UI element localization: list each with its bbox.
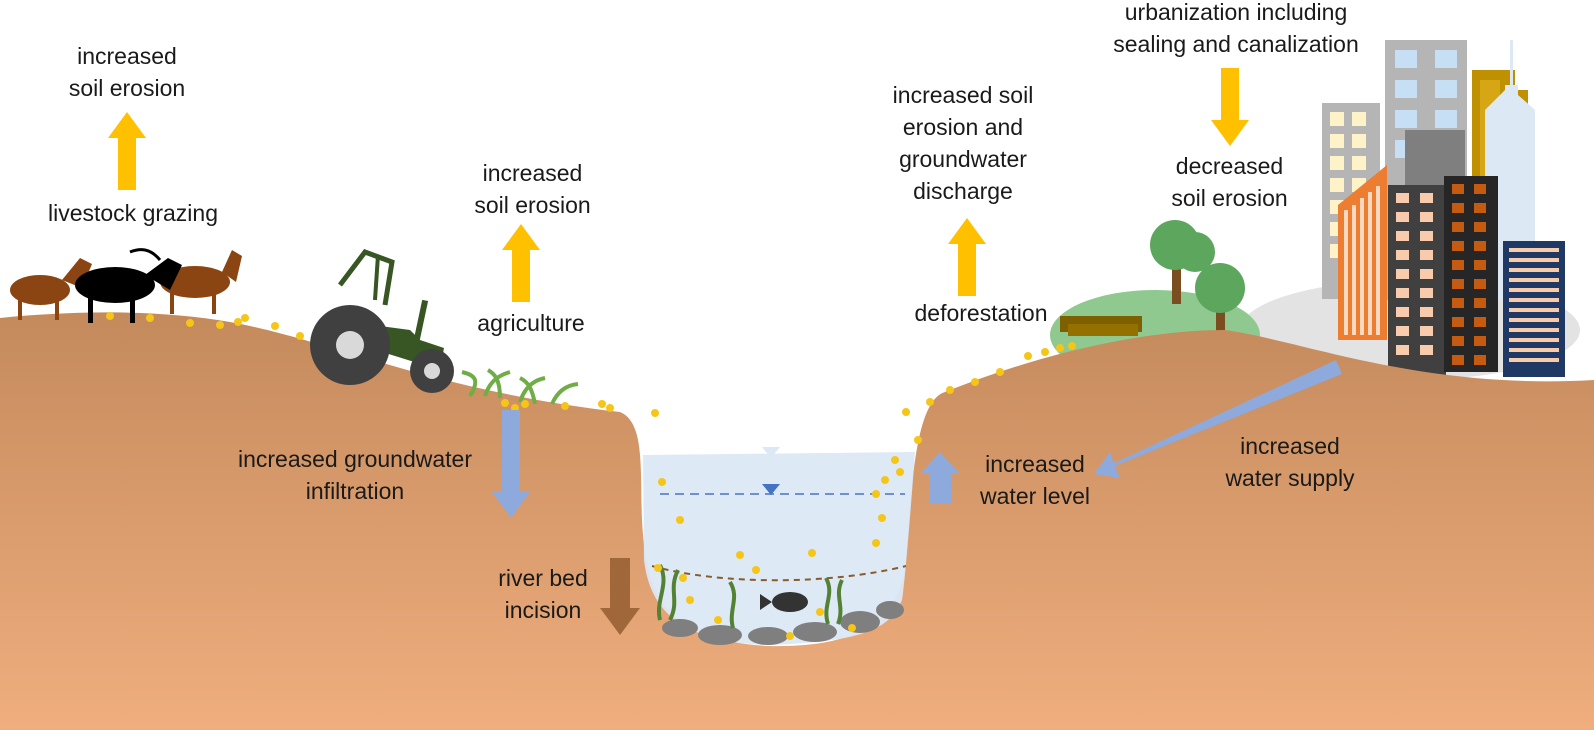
water-supply-arrow-icon xyxy=(1094,360,1342,478)
urbanization-effect-line-1: decreased xyxy=(1175,153,1284,179)
water-supply-label: increased water supply xyxy=(1200,430,1380,494)
agriculture-effect-label: increased soil erosion xyxy=(450,157,615,221)
infiltration-line-2: infiltration xyxy=(305,478,405,504)
crop-plants-icon xyxy=(461,368,579,405)
urbanization-line-1: urbanization including xyxy=(1124,0,1348,25)
river-water xyxy=(643,452,915,645)
tree-stumps-icon xyxy=(1060,316,1142,336)
tractor-icon xyxy=(310,249,454,393)
livestock-icon xyxy=(10,248,242,323)
sediment-particles xyxy=(106,312,1076,640)
water-level-line-2: water level xyxy=(980,483,1090,509)
fish-icon xyxy=(760,592,808,612)
incision-label: river bed incision xyxy=(478,562,608,626)
deforestation-effect-line-3: groundwater xyxy=(899,146,1027,172)
urbanization-erosion-arrow-icon xyxy=(1211,68,1249,146)
building-windows xyxy=(1396,193,1433,355)
water-level-line-1: increased xyxy=(985,451,1085,477)
incision-line-1: river bed xyxy=(498,565,588,591)
riverbed-stones xyxy=(662,601,904,645)
agriculture-effect-line-1: increased xyxy=(482,160,583,186)
trees xyxy=(1150,220,1245,335)
deforestation-label: deforestation xyxy=(914,300,1048,326)
urbanization-line-2: sealing and canalization xyxy=(1113,31,1359,57)
urbanization-effect-line-2: soil erosion xyxy=(1171,185,1288,211)
incision-line-2: incision xyxy=(504,597,582,623)
incision-arrow-icon xyxy=(600,558,640,635)
water-level-label: increased water level xyxy=(960,448,1110,512)
agriculture-effect-line-2: soil erosion xyxy=(474,192,591,218)
water-supply-line-1: increased xyxy=(1240,433,1340,459)
urbanization-effect-label: decreased soil erosion xyxy=(1152,150,1307,214)
agriculture-erosion-arrow-icon xyxy=(502,224,540,302)
old-riverbed-line xyxy=(651,565,907,582)
deforestation-effect-label: increased soil erosion and groundwater d… xyxy=(868,79,1058,207)
water-level-arrow-icon xyxy=(920,452,960,503)
livestock-erosion-arrow-icon xyxy=(108,112,146,190)
infiltration-label: increased groundwater infiltration xyxy=(210,443,500,507)
infiltration-arrow-icon xyxy=(492,410,530,518)
city-buildings xyxy=(1322,40,1565,380)
urbanization-label: urbanization including sealing and canal… xyxy=(1086,0,1386,60)
soil-profile xyxy=(0,312,1594,730)
aquatic-plants xyxy=(657,564,844,629)
agriculture-label: agriculture xyxy=(477,310,585,336)
water-level-marker-icon xyxy=(762,484,780,495)
water-supply-line-2: water supply xyxy=(1225,465,1355,491)
deforestation-erosion-arrow-icon xyxy=(948,218,986,296)
deforestation-effect-line-4: discharge xyxy=(913,178,1013,204)
livestock-effect-line-1: increased xyxy=(77,43,177,69)
livestock-effect-label: increased soil erosion xyxy=(52,40,202,104)
water-arrows xyxy=(492,360,1342,518)
water-level-marker-top-icon xyxy=(762,447,780,458)
livestock-label: livestock grazing xyxy=(47,200,219,226)
infiltration-line-1: increased groundwater xyxy=(238,446,472,472)
deforestation-effect-line-2: erosion and xyxy=(902,114,1024,140)
deforestation-effect-line-1: increased soil xyxy=(892,82,1034,108)
livestock-effect-line-2: soil erosion xyxy=(68,75,186,101)
erosion-arrows xyxy=(108,68,1249,302)
